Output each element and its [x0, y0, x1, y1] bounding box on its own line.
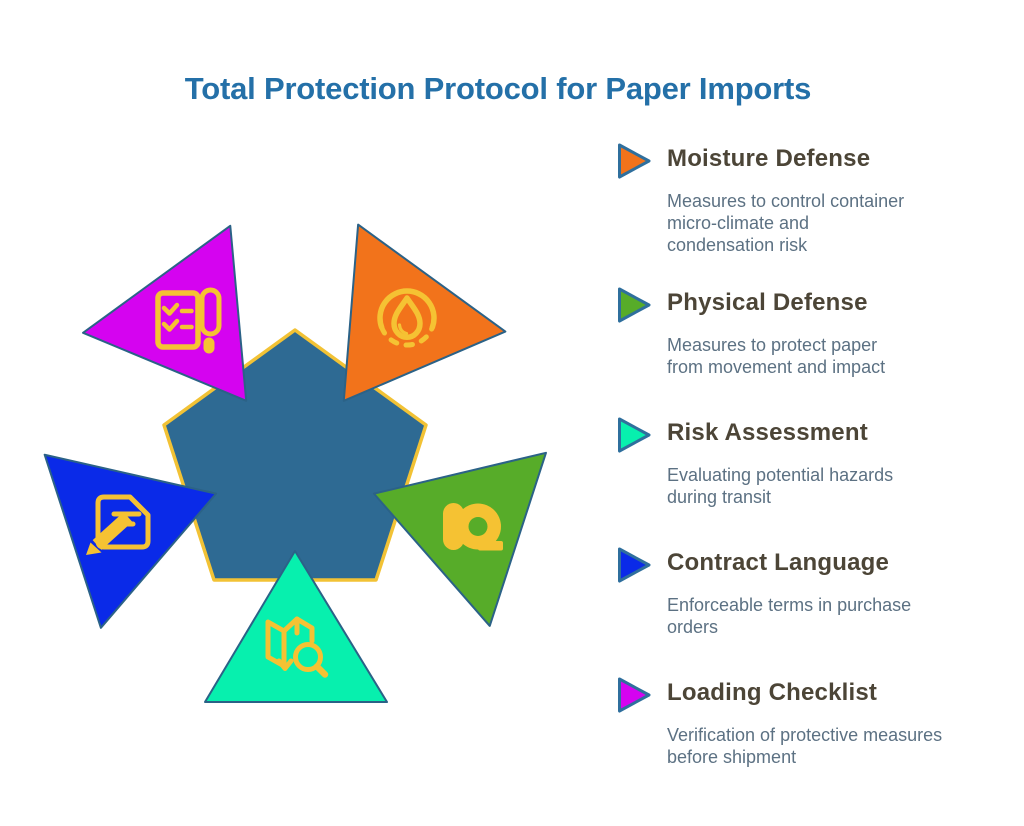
legend-item-description: Measures to control container micro-clim…	[667, 191, 905, 255]
document-pencil-icon	[86, 494, 151, 555]
legend-arrow-icon	[618, 677, 651, 713]
legend-arrow-icon	[618, 547, 651, 583]
legend-item-risk-assessment: Risk Assessment Evaluating potential haz…	[617, 415, 893, 508]
triangle-segment-contract-language	[43, 453, 218, 629]
triangle-segment-moisture-defense	[342, 223, 507, 402]
legend-item-moisture-defense: Moisture Defense Measures to control con…	[617, 141, 904, 256]
map-search-icon	[265, 616, 329, 678]
legend-item-physical-defense: Physical Defense Measures to protect pap…	[617, 285, 885, 378]
legend-arrow-icon	[618, 143, 651, 179]
legend-item-description: Enforceable terms in purchase orders	[667, 595, 912, 637]
legend-item-label: Physical Defense	[667, 289, 868, 316]
legend-item-loading-checklist: Loading Checklist Verification of protec…	[617, 675, 942, 768]
legend-arrow-icon	[618, 417, 651, 453]
legend-item-label: Contract Language	[667, 549, 890, 576]
water-drop-icon	[377, 288, 437, 348]
page-title: Total Protection Protocol for Paper Impo…	[184, 70, 812, 106]
legend-arrow-icon	[618, 287, 651, 323]
legend-item-description: Verification of protective measures befo…	[667, 725, 943, 767]
tape-roll-icon	[443, 503, 503, 551]
legend-item-label: Risk Assessment	[667, 419, 868, 446]
legend-item-description: Measures to protect paper from movement …	[667, 335, 886, 377]
legend-item-description: Evaluating potential hazards during tran…	[667, 465, 894, 507]
checklist-pen-icon	[155, 287, 222, 354]
legend-item-label: Loading Checklist	[667, 679, 878, 706]
protection-diagram	[43, 223, 547, 703]
triangle-segment-loading-checklist	[82, 224, 248, 402]
legend-item-label: Moisture Defense	[667, 145, 871, 172]
legend-item-contract-language: Contract Language Enforceable terms in p…	[617, 545, 911, 638]
